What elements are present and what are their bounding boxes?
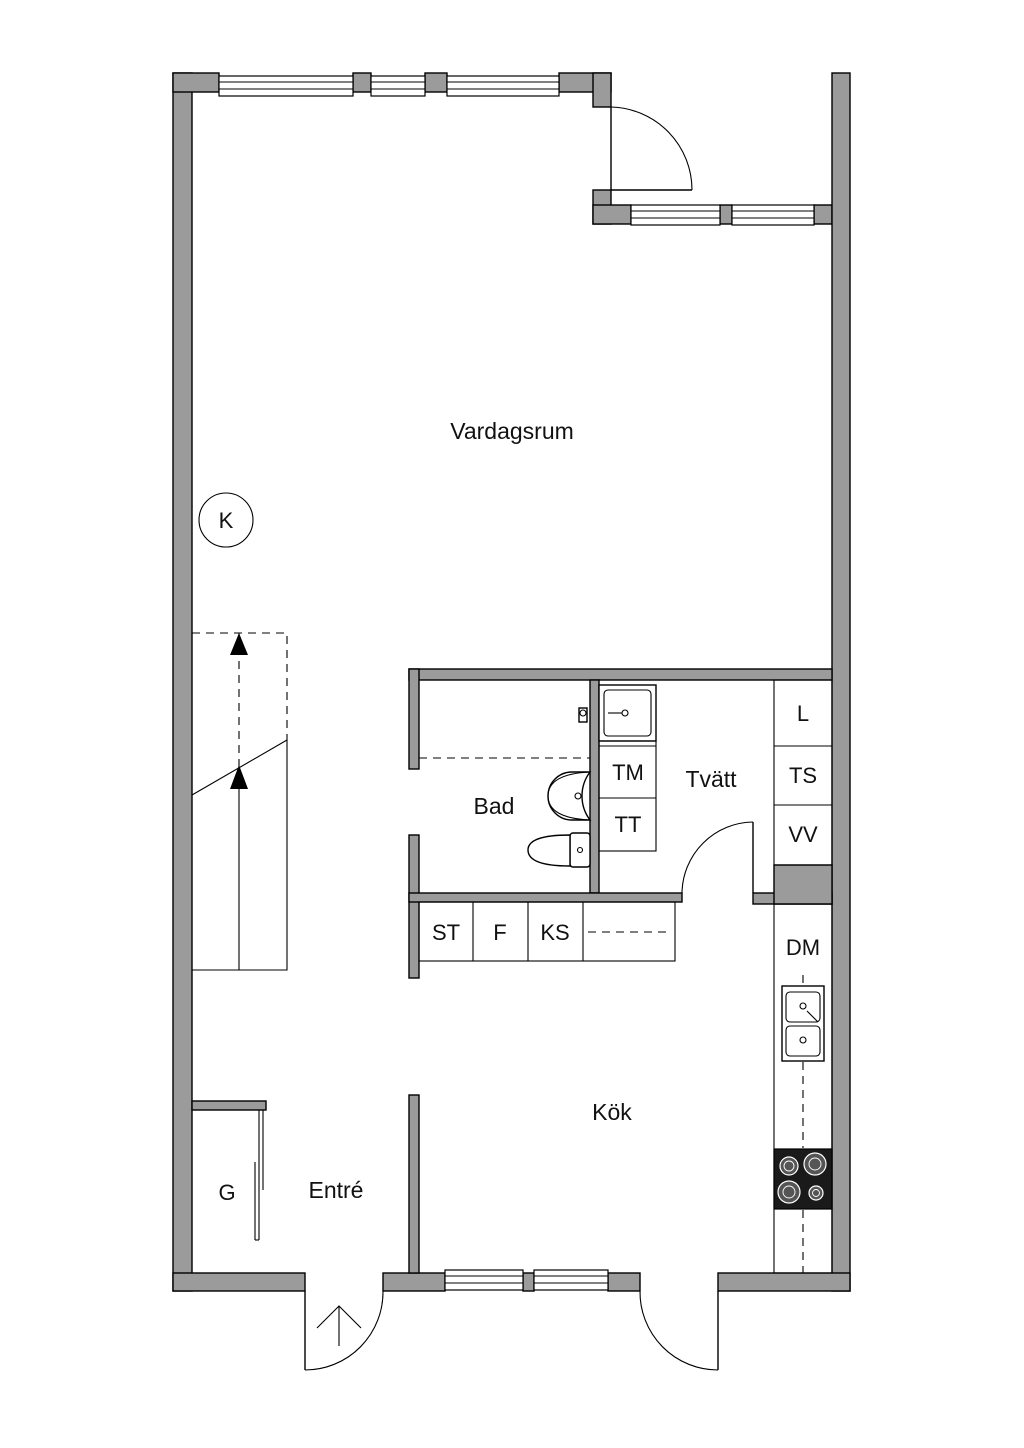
room-label-tvatt: Tvätt bbox=[685, 766, 737, 792]
window-top-3 bbox=[446, 75, 560, 97]
fixture-tt-label: TT bbox=[615, 812, 642, 837]
window-kitchen-2 bbox=[533, 1269, 609, 1291]
windows bbox=[218, 75, 815, 1291]
wall-top-mid-1 bbox=[352, 72, 372, 93]
room-labels: Vardagsrum Bad Tvätt Kök Entré bbox=[309, 418, 738, 1203]
wall-kitchen-left bbox=[408, 1094, 420, 1274]
window-top-1 bbox=[218, 75, 354, 97]
fixture-vv-label: VV bbox=[788, 822, 818, 847]
wall-notch-bottom-left bbox=[592, 204, 632, 225]
wall-left bbox=[172, 72, 193, 1292]
wall-laundry-right-block bbox=[773, 864, 833, 905]
stair-arrow-upper-icon bbox=[230, 633, 248, 655]
shower-head-icon bbox=[578, 707, 588, 723]
fixture-st-label: ST bbox=[432, 920, 460, 945]
wall-bottom-right bbox=[717, 1272, 851, 1292]
window-notch-2 bbox=[731, 204, 815, 226]
double-sink-icon bbox=[781, 985, 825, 1062]
door-entrance-swing bbox=[304, 1290, 384, 1371]
washbasin-icon bbox=[547, 771, 592, 821]
wall-notch-bottom-mid bbox=[719, 204, 733, 225]
fixture-g-label: G bbox=[218, 1180, 235, 1205]
fixture-tm-label: TM bbox=[612, 760, 644, 785]
doors[interactable] bbox=[304, 106, 754, 1371]
wall-right bbox=[831, 72, 851, 1292]
wall-bottom-mid-2 bbox=[522, 1272, 535, 1292]
fixture-ks-label: KS bbox=[540, 920, 569, 945]
wall-bath-bottom bbox=[408, 892, 683, 903]
wall-top-left bbox=[172, 72, 220, 93]
toilet-icon bbox=[527, 832, 591, 868]
window-kitchen-1 bbox=[444, 1269, 524, 1291]
fixture-f-label: F bbox=[493, 920, 506, 945]
wall-notch-bottom-right bbox=[813, 204, 833, 225]
window-notch-1 bbox=[630, 204, 721, 226]
wall-top-mid-2 bbox=[424, 72, 448, 93]
utility-sink-icon bbox=[598, 684, 657, 742]
kitchen: ST F KS DM bbox=[418, 901, 833, 1274]
staircase bbox=[191, 632, 288, 971]
wall-bottom-left bbox=[172, 1272, 306, 1292]
stove-icon bbox=[773, 1148, 833, 1210]
wall-bath-left-upper bbox=[408, 668, 420, 770]
wall-bottom-mid-1 bbox=[382, 1272, 446, 1292]
door-laundry-swing bbox=[681, 821, 754, 894]
wall-wardrobe-top bbox=[191, 1100, 267, 1111]
wall-bath-left-lower bbox=[408, 834, 420, 979]
wall-bottom-mid-3 bbox=[607, 1272, 641, 1292]
interior-walls bbox=[191, 668, 833, 1274]
fixture-l-label: L bbox=[797, 701, 809, 726]
room-label-entre: Entré bbox=[309, 1177, 364, 1203]
room-label-kok: Kök bbox=[592, 1099, 632, 1125]
laundry: TM TT L TS VV bbox=[598, 679, 833, 866]
stair-arrow-lower-icon bbox=[230, 765, 248, 789]
bathroom bbox=[419, 707, 592, 868]
room-label-vardagsrum: Vardagsrum bbox=[450, 418, 574, 444]
fixture-k-label: K bbox=[219, 508, 234, 533]
wall-notch-upper bbox=[592, 72, 612, 108]
wall-bath-laundry bbox=[589, 679, 600, 894]
exterior-walls bbox=[172, 72, 851, 1292]
wall-bath-top bbox=[408, 668, 833, 681]
wardrobe: G bbox=[218, 1110, 264, 1241]
window-top-2 bbox=[370, 75, 426, 97]
fixture-ts-label: TS bbox=[789, 763, 817, 788]
door-balcony-swing bbox=[610, 106, 693, 191]
fixture-dm-label: DM bbox=[786, 935, 820, 960]
fireplace: K bbox=[198, 492, 254, 548]
room-label-bad: Bad bbox=[474, 793, 515, 819]
door-kitchen-swing bbox=[639, 1290, 719, 1371]
